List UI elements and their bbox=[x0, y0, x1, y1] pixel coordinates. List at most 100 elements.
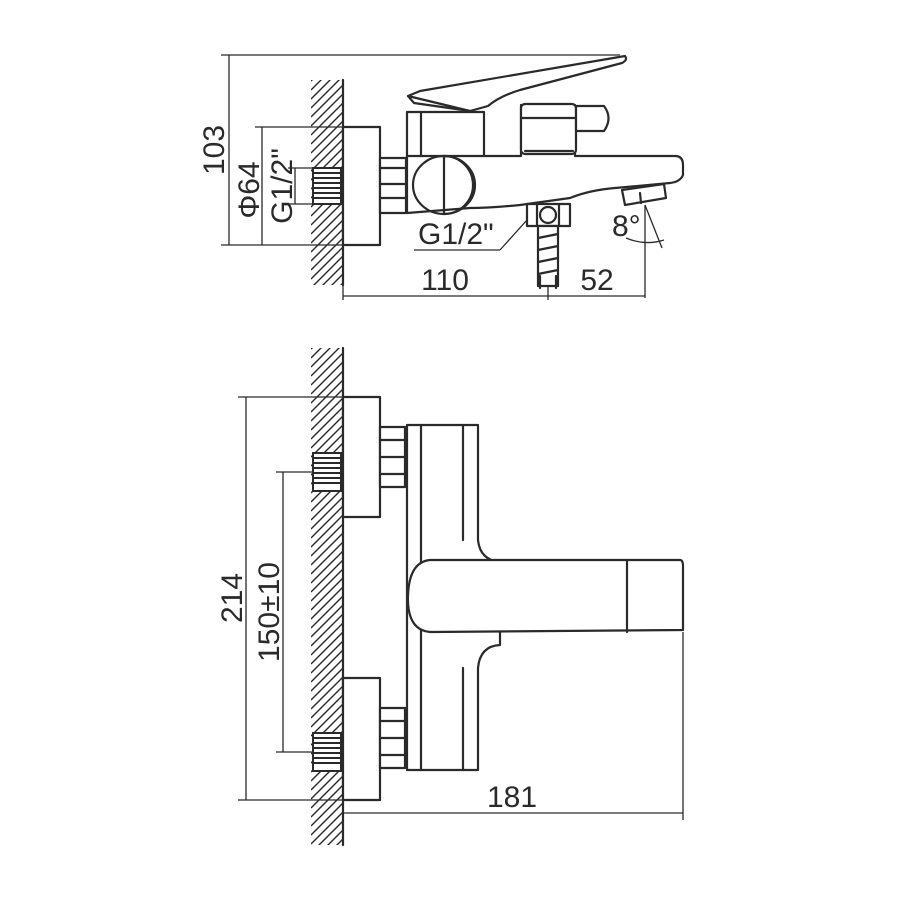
dimension-angle: 8° bbox=[612, 204, 665, 298]
hatch-line bbox=[311, 93, 343, 127]
hatch-line bbox=[311, 523, 343, 557]
hatch-line bbox=[311, 352, 343, 386]
hatch-line bbox=[311, 348, 322, 359]
hatch-line bbox=[311, 348, 331, 368]
svg-text:214: 214 bbox=[216, 573, 249, 623]
hatch-line bbox=[311, 514, 343, 548]
hatch-line bbox=[318, 820, 343, 845]
svg-text:110: 110 bbox=[421, 264, 469, 297]
hatch-line bbox=[311, 348, 313, 350]
hatch-line bbox=[322, 264, 343, 285]
hatch-line bbox=[311, 84, 343, 118]
hatch-line bbox=[311, 848, 343, 880]
hatch-line bbox=[311, 310, 343, 342]
side-view: 103 Φ64 G1/2" G1/2" 8° bbox=[198, 40, 685, 351]
hatch-line bbox=[311, 415, 343, 449]
aerator-line bbox=[638, 191, 643, 205]
hatch-line bbox=[311, 866, 343, 898]
upper-wall-thread bbox=[312, 452, 342, 492]
hatch-line bbox=[311, 80, 331, 100]
hatch-line bbox=[311, 775, 343, 809]
hatch-line bbox=[311, 246, 343, 280]
hatch-line bbox=[311, 219, 343, 253]
hatch-line bbox=[311, 487, 343, 521]
svg-text:Φ64: Φ64 bbox=[233, 161, 266, 218]
hatch-line bbox=[311, 361, 343, 395]
hatch-line bbox=[311, 319, 343, 351]
svg-text:150±10: 150±10 bbox=[253, 562, 286, 662]
dimension-thread-left: G1/2" bbox=[266, 148, 313, 224]
diverter-knob bbox=[519, 102, 578, 156]
lower-hex-nut bbox=[378, 706, 407, 770]
hatch-line bbox=[311, 784, 343, 818]
dimension-centers: 150±10 bbox=[253, 471, 313, 753]
hatch-line bbox=[311, 703, 343, 737]
svg-text:181: 181 bbox=[487, 781, 537, 814]
hatch-line bbox=[311, 875, 343, 900]
hatch-line bbox=[311, 388, 343, 422]
wall-flange bbox=[341, 125, 382, 247]
hatch-line bbox=[311, 301, 343, 333]
hatch-line bbox=[311, 559, 343, 593]
hatch-line bbox=[311, 120, 343, 154]
hatch-line bbox=[311, 80, 340, 109]
hatch-line bbox=[311, 640, 343, 674]
hatch-line bbox=[311, 80, 322, 91]
hatch-line bbox=[311, 348, 340, 377]
hatch-line bbox=[311, 586, 343, 620]
hatch-line bbox=[311, 308, 343, 340]
hatch-line bbox=[336, 838, 343, 845]
hose-outlet bbox=[525, 202, 572, 290]
hatch-line bbox=[311, 694, 343, 728]
dimension-103: 103 bbox=[198, 54, 620, 246]
lever-handle-base bbox=[406, 94, 472, 113]
hatch-line bbox=[311, 667, 343, 701]
hatch-line bbox=[311, 237, 343, 271]
hatch-line bbox=[311, 595, 343, 629]
svg-text:8°: 8° bbox=[612, 210, 641, 243]
hatch-line bbox=[331, 273, 343, 285]
hatch-line bbox=[311, 541, 343, 575]
lower-wall-thread bbox=[312, 732, 342, 772]
spout-front bbox=[406, 558, 685, 634]
dimension-181: 181 bbox=[343, 632, 684, 820]
hatch-line bbox=[311, 129, 343, 163]
hatch-line bbox=[311, 406, 343, 440]
hatch-line bbox=[311, 766, 343, 800]
hatch-line bbox=[311, 210, 343, 244]
svg-text:G1/2": G1/2" bbox=[418, 218, 494, 251]
hatch-line bbox=[311, 604, 343, 638]
hatch-line bbox=[311, 370, 343, 404]
hatch-line bbox=[311, 622, 343, 656]
dimension-214: 214 bbox=[216, 396, 343, 801]
hatch-line bbox=[311, 568, 343, 602]
hatch-line bbox=[311, 613, 343, 647]
hatch-line bbox=[311, 379, 343, 413]
hatch-line bbox=[311, 532, 343, 566]
diverter-button bbox=[574, 104, 610, 133]
hatch-line bbox=[311, 111, 343, 145]
hatch-line bbox=[311, 80, 313, 82]
hatch-line bbox=[311, 201, 343, 235]
hatch-line bbox=[327, 829, 343, 845]
hatch-line bbox=[313, 255, 343, 285]
dimension-thread-bottom: G1/2" bbox=[414, 218, 528, 251]
wall-thread-top bbox=[312, 167, 342, 205]
body-circle bbox=[411, 154, 477, 216]
hatch-line bbox=[311, 793, 343, 827]
hatch-line bbox=[311, 40, 343, 72]
front-view: 214 150±10 181 bbox=[216, 308, 685, 900]
hatch-line bbox=[311, 496, 343, 530]
svg-text:103: 103 bbox=[198, 125, 231, 175]
hatch-line bbox=[311, 811, 343, 845]
hatch-line bbox=[311, 631, 343, 665]
spout-aerator bbox=[620, 182, 668, 207]
hatch-line bbox=[311, 550, 343, 584]
lower-flange bbox=[341, 676, 382, 802]
hatch-line bbox=[311, 505, 343, 539]
hatch-line bbox=[311, 424, 343, 458]
hatch-line bbox=[340, 282, 343, 285]
hex-nut bbox=[378, 156, 408, 215]
upper-flange bbox=[341, 395, 382, 519]
